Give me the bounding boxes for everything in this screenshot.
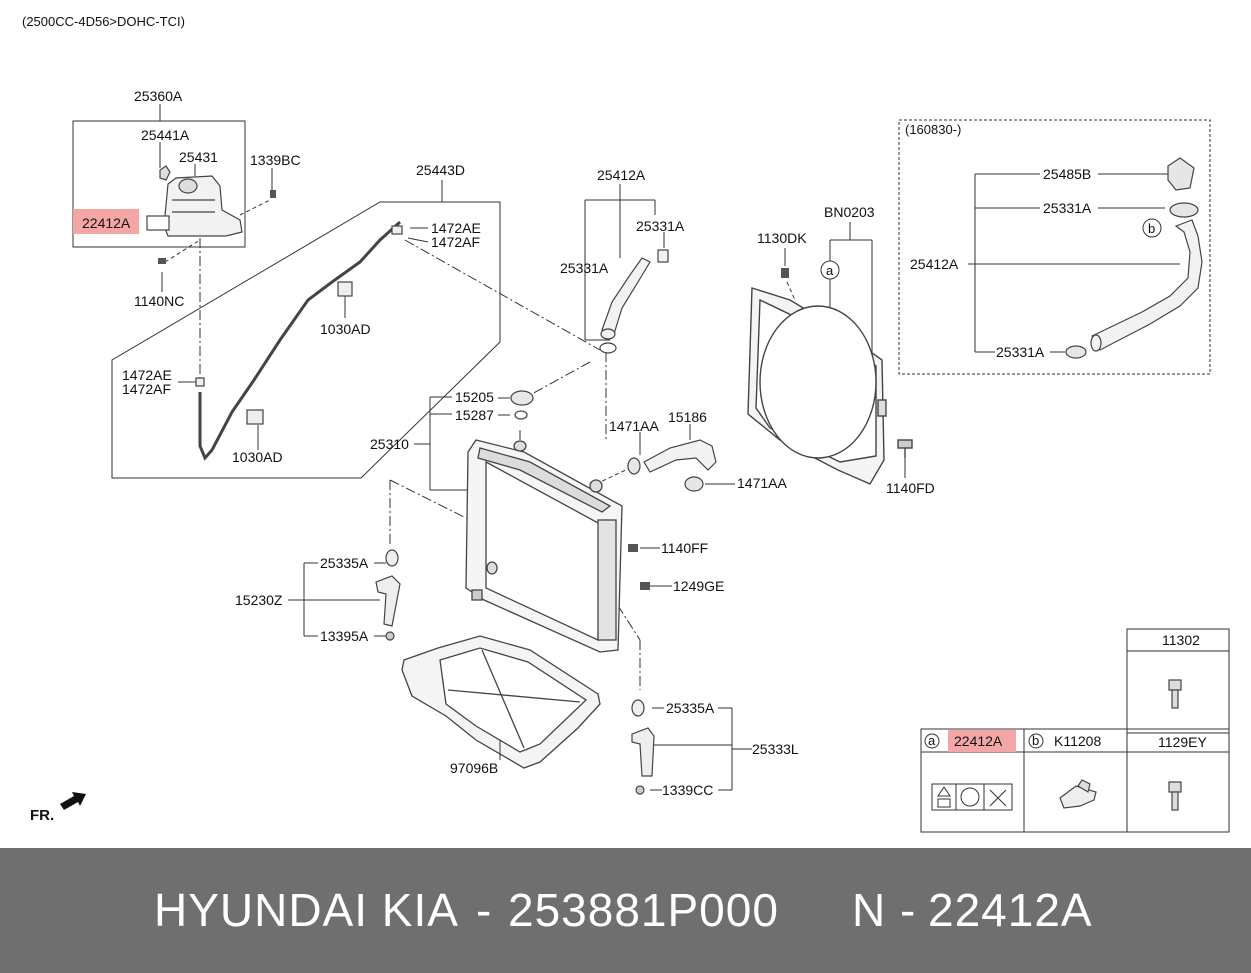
marker-b-inset-label: b xyxy=(1148,221,1155,236)
label-1130DK: 1130DK xyxy=(757,230,807,246)
label-1472AF-bottom: 1472AF xyxy=(122,381,171,397)
label-15230Z: 15230Z xyxy=(235,592,283,608)
legend-marker-a-label: a xyxy=(928,733,936,748)
label-22412A: 22412A xyxy=(82,215,131,231)
part-number: 253881P000 xyxy=(508,884,779,936)
label-25331A-inset-bottom: 25331A xyxy=(996,344,1045,360)
inset-date-label: (160830-) xyxy=(905,122,961,137)
label-15287: 15287 xyxy=(455,407,494,423)
label-25485B: 25485B xyxy=(1043,166,1091,182)
front-label: FR. xyxy=(30,807,54,824)
label-25310: 25310 xyxy=(370,436,409,452)
label-25360A: 25360A xyxy=(134,88,183,104)
label-1140NC: 1140NC xyxy=(134,293,184,309)
label-25443D: 25443D xyxy=(416,162,465,178)
legend-b-code: K11208 xyxy=(1054,733,1101,749)
left-bracket-icon xyxy=(375,549,401,641)
label-97096B: 97096B xyxy=(450,760,498,776)
reservoir-tank-icon xyxy=(146,165,243,237)
radiator-cap-icon xyxy=(510,390,534,420)
legend-marker-b-label: b xyxy=(1032,733,1039,748)
label-25412A-inset: 25412A xyxy=(910,256,959,272)
label-1472AE-bottom: 1472AE xyxy=(122,367,172,383)
marker-a-shroud-label: a xyxy=(826,263,834,278)
label-1030AD-bottom: 1030AD xyxy=(232,449,283,465)
label-25331A-upper-right: 25331A xyxy=(636,218,685,234)
legend-col3-bottom: 1129EY xyxy=(1158,734,1207,750)
bolt-icon xyxy=(628,544,650,590)
label-BN0203: BN0203 xyxy=(824,204,875,220)
overflow-hose-group xyxy=(111,180,601,479)
fan-shroud-icon xyxy=(747,287,913,485)
marker-a-shroud xyxy=(820,260,840,280)
label-15186: 15186 xyxy=(668,409,707,425)
warning-label-icon xyxy=(931,783,1013,811)
label-1140FD: 1140FD xyxy=(886,480,935,496)
parts-diagram: (2500CC-4D56>DOHC-TCI) 25360A 25441A 254… xyxy=(22,14,1230,833)
legend-marker-b xyxy=(1028,733,1044,749)
dash-1: - xyxy=(476,884,493,936)
label-1472AF-top: 1472AF xyxy=(431,234,480,250)
label-25431: 25431 xyxy=(179,149,218,165)
label-25331A-upper-left: 25331A xyxy=(560,260,609,276)
legend-highlight-a xyxy=(948,730,1016,752)
right-bracket-group xyxy=(650,707,752,791)
brand-label: HYUNDAI KIA xyxy=(154,884,459,936)
left-bracket-group xyxy=(288,562,386,637)
engine-spec-label: (2500CC-4D56>DOHC-TCI) xyxy=(22,14,185,29)
label-25441A: 25441A xyxy=(141,127,190,143)
label-13395A: 13395A xyxy=(320,628,369,644)
upper-hose-group xyxy=(529,184,665,440)
part-number-banner: HYUNDAI KIA - 253881P000 N - 22412A xyxy=(0,848,1251,973)
legend-col3-top: 11302 xyxy=(1162,632,1200,648)
front-arrow-icon xyxy=(60,792,86,810)
screw-icon xyxy=(781,268,789,278)
code-label: 22412A xyxy=(928,884,1093,936)
label-25335A-left: 25335A xyxy=(320,555,369,571)
label-25331A-inset-top: 25331A xyxy=(1043,200,1092,216)
undercover-icon xyxy=(401,635,601,769)
legend-table xyxy=(920,628,1230,833)
label-1030AD-top: 1030AD xyxy=(320,321,371,337)
right-bracket-icon xyxy=(631,699,655,795)
hose-clip-icon xyxy=(195,225,403,425)
label-25333L: 25333L xyxy=(752,741,799,757)
n-label: N xyxy=(852,884,887,936)
reservoir-group xyxy=(72,104,273,380)
legend-marker-a xyxy=(924,733,940,749)
bolt-11302-icon xyxy=(1168,679,1182,709)
label-1472AE-top: 1472AE xyxy=(431,220,481,236)
label-1140FF: 1140FF xyxy=(661,540,708,556)
label-1471AA-right: 1471AA xyxy=(737,475,787,491)
bolt-1129EY-icon xyxy=(1168,781,1182,811)
screw-icon xyxy=(158,190,276,264)
label-1249GE: 1249GE xyxy=(673,578,724,594)
label-1339BC: 1339BC xyxy=(250,152,301,168)
label-25412A-upper: 25412A xyxy=(597,167,646,183)
radiator-icon xyxy=(465,439,623,653)
dash-2: - xyxy=(900,884,917,936)
clip-icon xyxy=(1059,779,1097,809)
legend-a-code: 22412A xyxy=(954,733,1003,749)
label-15205: 15205 xyxy=(455,389,494,405)
label-1471AA-left: 1471AA xyxy=(609,418,659,434)
highlight-22412A xyxy=(73,209,139,234)
label-1339CC: 1339CC xyxy=(662,782,713,798)
upper-hose-icon xyxy=(599,249,669,354)
lower-hose-icon xyxy=(627,439,717,492)
marker-b-inset xyxy=(1142,218,1162,238)
label-25335A-right: 25335A xyxy=(666,700,715,716)
inset-hose-icon xyxy=(1065,157,1203,359)
overflow-hose-icon xyxy=(198,220,402,461)
inset-group xyxy=(898,119,1211,375)
